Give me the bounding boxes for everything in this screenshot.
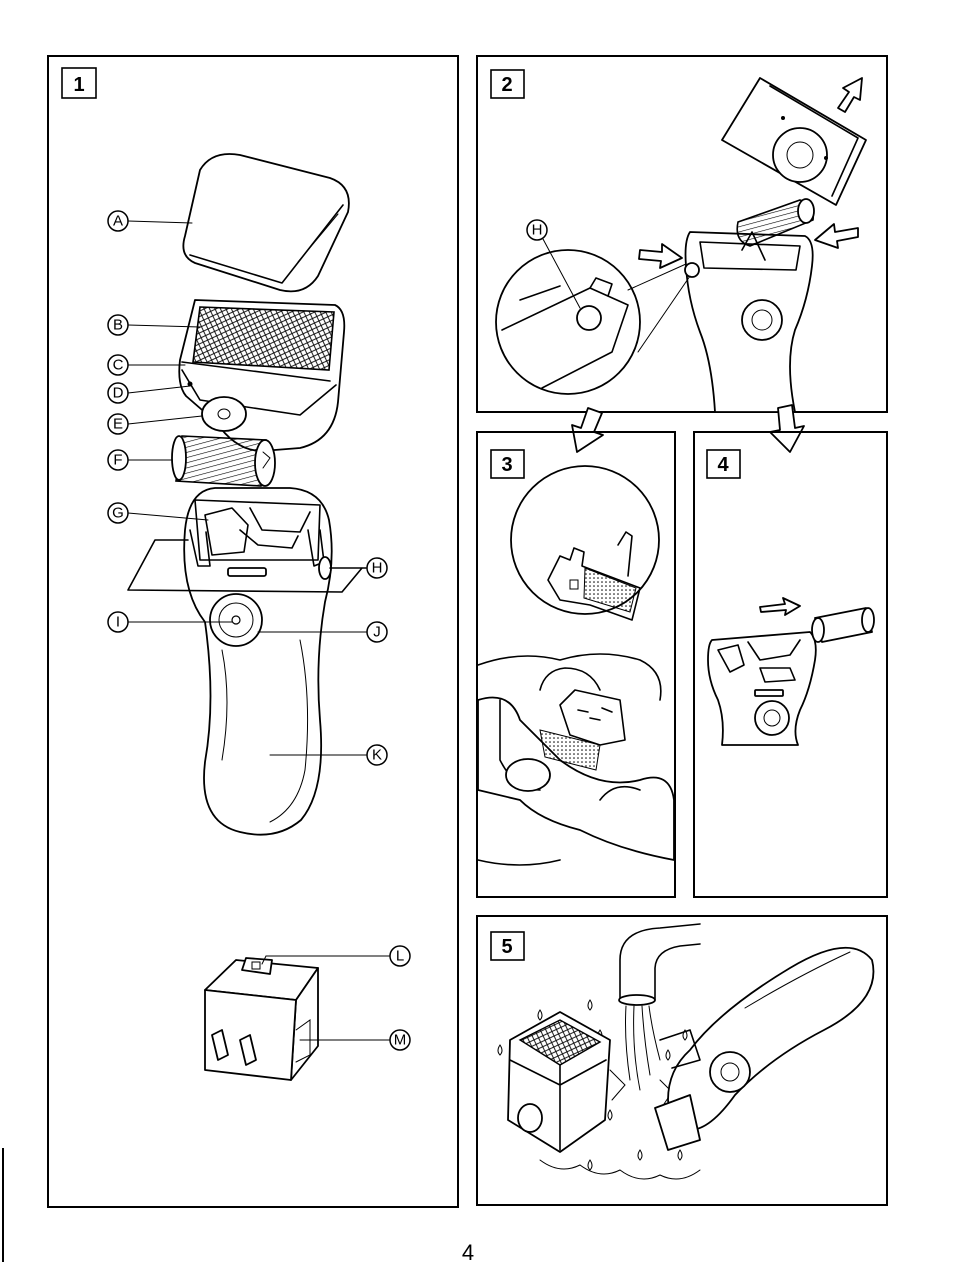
callout-e: E <box>108 414 202 434</box>
panel-1-number-box: 1 <box>62 68 96 98</box>
shaver-body-without-cutter-illustration <box>708 632 816 745</box>
callout-f-label: F <box>113 452 122 469</box>
callout-a: A <box>108 211 192 231</box>
shaving-head-illustration <box>179 300 344 451</box>
panel-1: 1 <box>48 56 458 1207</box>
callout-c: C <box>108 355 185 375</box>
panel-5: 5 <box>477 916 887 1205</box>
panel-2-callout-h-label: H <box>532 222 543 239</box>
magnified-release-button-detail <box>496 250 690 394</box>
callout-d-label: D <box>113 385 124 402</box>
callout-j-label: J <box>373 624 381 641</box>
callout-k-label: K <box>372 747 382 764</box>
panel-4: 4 <box>694 432 887 897</box>
callout-i-label: I <box>116 614 120 631</box>
panel-5-number: 5 <box>501 936 512 958</box>
callout-m-label: M <box>394 1032 407 1049</box>
callout-a-label: A <box>113 213 123 230</box>
protective-cap-illustration <box>183 154 349 291</box>
panel-4-number: 4 <box>717 454 729 476</box>
panel-1-number: 1 <box>73 74 84 96</box>
panel-2-number-box: 2 <box>491 70 524 98</box>
shaver-body-illustration <box>184 488 332 835</box>
faucet-illustration <box>619 924 700 1005</box>
panel-3-number-box: 3 <box>491 450 524 478</box>
callout-e-label: E <box>113 416 123 433</box>
panel-2-number: 2 <box>501 74 512 96</box>
ac-adapter-illustration <box>205 958 318 1080</box>
callout-l: L <box>262 946 410 966</box>
lift-up-arrow <box>838 78 862 112</box>
step-arrow-to-panel-3 <box>572 408 603 452</box>
panel-5-number-box: 5 <box>491 932 524 960</box>
callout-g-label: G <box>112 505 124 522</box>
hands-removing-frame-illustration <box>478 654 674 865</box>
magnified-frame-detail <box>511 466 659 620</box>
detached-head-illustration <box>508 1012 610 1152</box>
panel-3: 3 <box>477 432 675 897</box>
callout-c-label: C <box>113 357 124 374</box>
panel-4-number-box: 4 <box>707 450 740 478</box>
callout-b-label: B <box>113 317 123 334</box>
callout-h-label: H <box>372 560 383 577</box>
inner-cutter-illustration <box>172 436 275 486</box>
removed-head-illustration <box>722 78 866 205</box>
page-number: 4 <box>462 1240 474 1265</box>
shaver-handle-rinsing-illustration <box>655 948 873 1150</box>
panel-3-number: 3 <box>501 454 512 476</box>
push-arrow-left <box>639 244 682 268</box>
callout-d: D <box>108 383 190 403</box>
callout-h: H <box>367 558 387 578</box>
shaver-body-top-illustration <box>685 232 813 412</box>
callout-l-label: L <box>396 948 404 965</box>
removed-cutter-illustration <box>812 608 874 642</box>
slide-out-arrow <box>760 598 800 615</box>
panel-2: 2 <box>477 56 887 412</box>
callout-f: F <box>108 450 172 470</box>
push-arrow-right <box>815 224 858 248</box>
